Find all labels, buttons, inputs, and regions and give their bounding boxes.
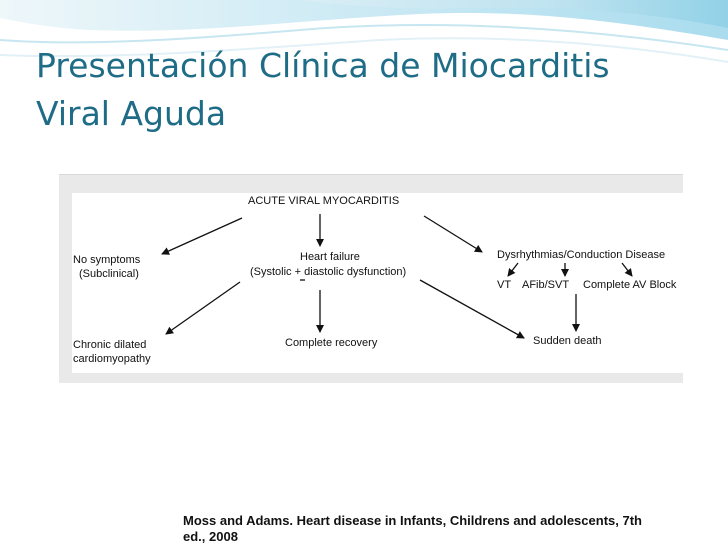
node-afib-svt: AFib/SVT: [522, 279, 570, 291]
node-complete-av-block: Complete AV Block: [583, 279, 677, 291]
citation-line-2: ed., 2008: [183, 529, 238, 544]
node-cardiomyopathy: cardiomyopathy: [73, 353, 151, 365]
citation-line-1: Moss and Adams. Heart disease in Infants…: [183, 513, 642, 528]
node-no-symptoms: No symptoms: [73, 254, 141, 266]
slide-title-line-1: Presentación Clínica de Miocarditis: [36, 46, 610, 85]
node-vt: VT: [497, 279, 512, 291]
node-sudden-death: Sudden death: [533, 335, 602, 347]
node-complete-recovery: Complete recovery: [285, 337, 378, 349]
node-acute-viral-myocarditis: ACUTE VIRAL MYOCARDITIS: [248, 195, 400, 207]
citation: Moss and Adams. Heart disease in Infants…: [183, 513, 728, 545]
node-heart-failure-detail: (Systolic + diastolic dysfunction): [250, 266, 407, 278]
node-subclinical: (Subclinical): [79, 268, 139, 280]
slide-title: Presentación Clínica de Miocarditis Vira…: [36, 42, 716, 138]
slide-title-line-2: Viral Aguda: [36, 94, 227, 133]
node-heart-failure: Heart failure: [300, 251, 360, 263]
node-chronic-dilated: Chronic dilated: [73, 339, 147, 351]
node-dysrhythmias: Dysrhythmias/Conduction Disease: [497, 249, 666, 261]
decorative-wave-header: [0, 0, 728, 63]
